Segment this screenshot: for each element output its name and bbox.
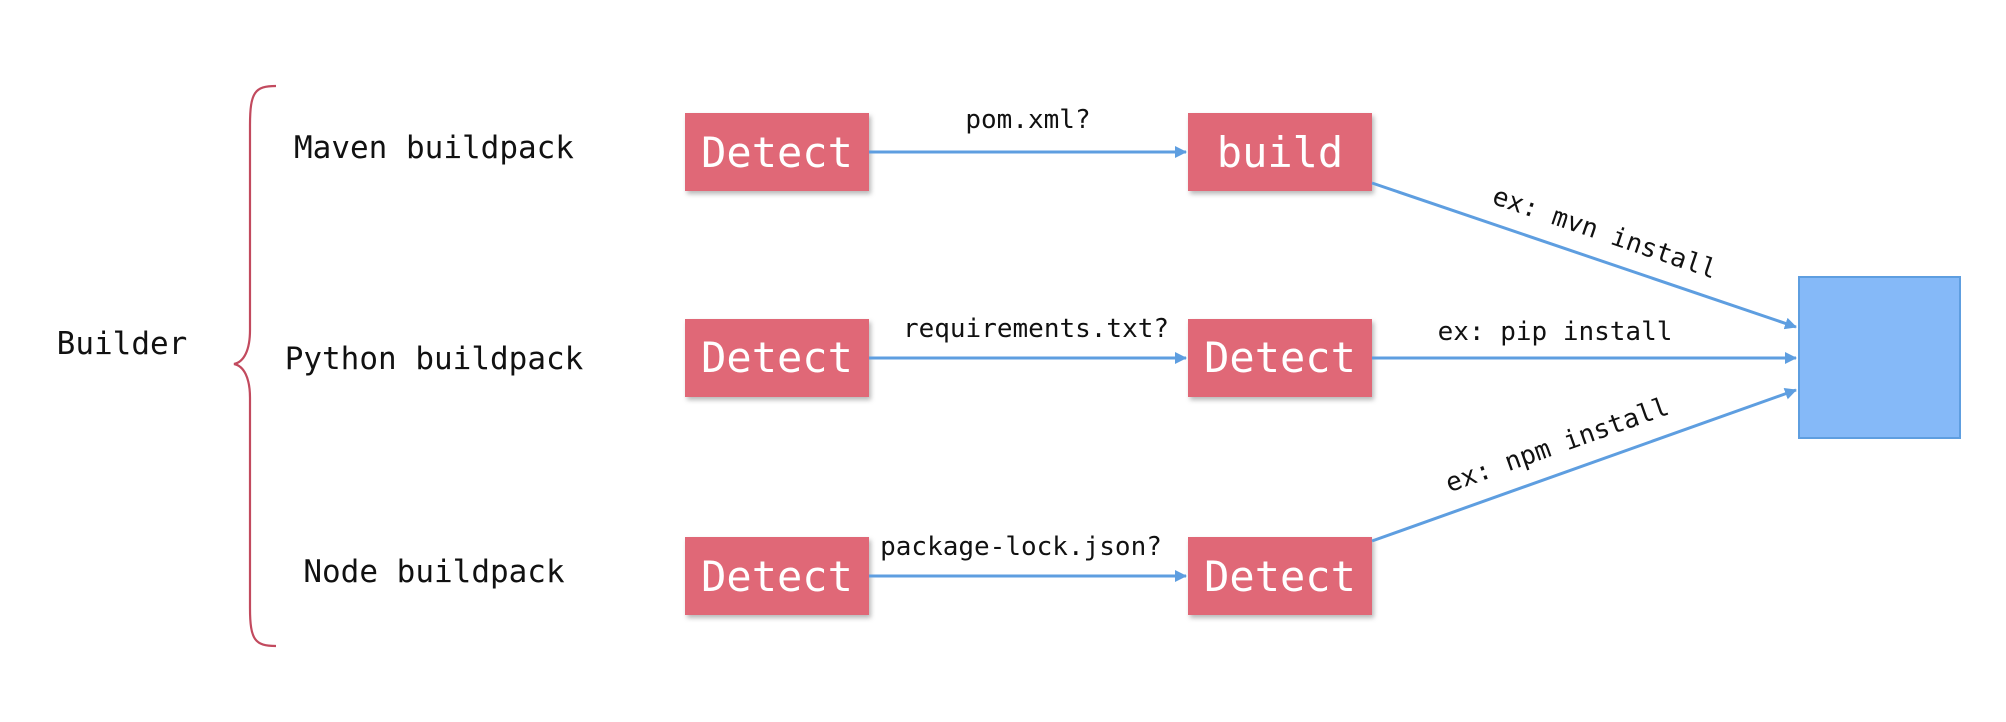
node-detect-box: Detect [685, 537, 869, 615]
python-detect-box: Detect [685, 319, 869, 397]
buildpack-name-maven: Maven buildpack [294, 130, 574, 166]
maven-output-arrow [1371, 181, 1797, 330]
node-output-arrow [1371, 388, 1797, 543]
python-command-label: ex: pip install [1438, 317, 1673, 347]
buildpack-name-node: Node buildpack [303, 554, 565, 590]
python-detect-label: Detect [701, 333, 853, 382]
node-condition-label: package-lock.json? [880, 532, 1162, 562]
maven-detect-box: Detect [685, 113, 869, 191]
builder-label: Builder [57, 326, 188, 362]
python-step-label: Detect [1204, 333, 1356, 382]
output-box [1798, 276, 1961, 439]
maven-condition-label: pom.xml? [965, 105, 1090, 135]
node-detect-label: Detect [701, 552, 853, 601]
node-step-label: Detect [1204, 552, 1356, 601]
maven-build-label: build [1217, 128, 1343, 177]
python-condition-label: requirements.txt? [903, 314, 1169, 344]
maven-detect-label: Detect [701, 128, 853, 177]
buildpack-name-python: Python buildpack [285, 341, 584, 377]
node-step-box: Detect [1188, 537, 1372, 615]
maven-build-box: build [1188, 113, 1372, 191]
python-step-box: Detect [1188, 319, 1372, 397]
builder-brace [233, 84, 277, 648]
